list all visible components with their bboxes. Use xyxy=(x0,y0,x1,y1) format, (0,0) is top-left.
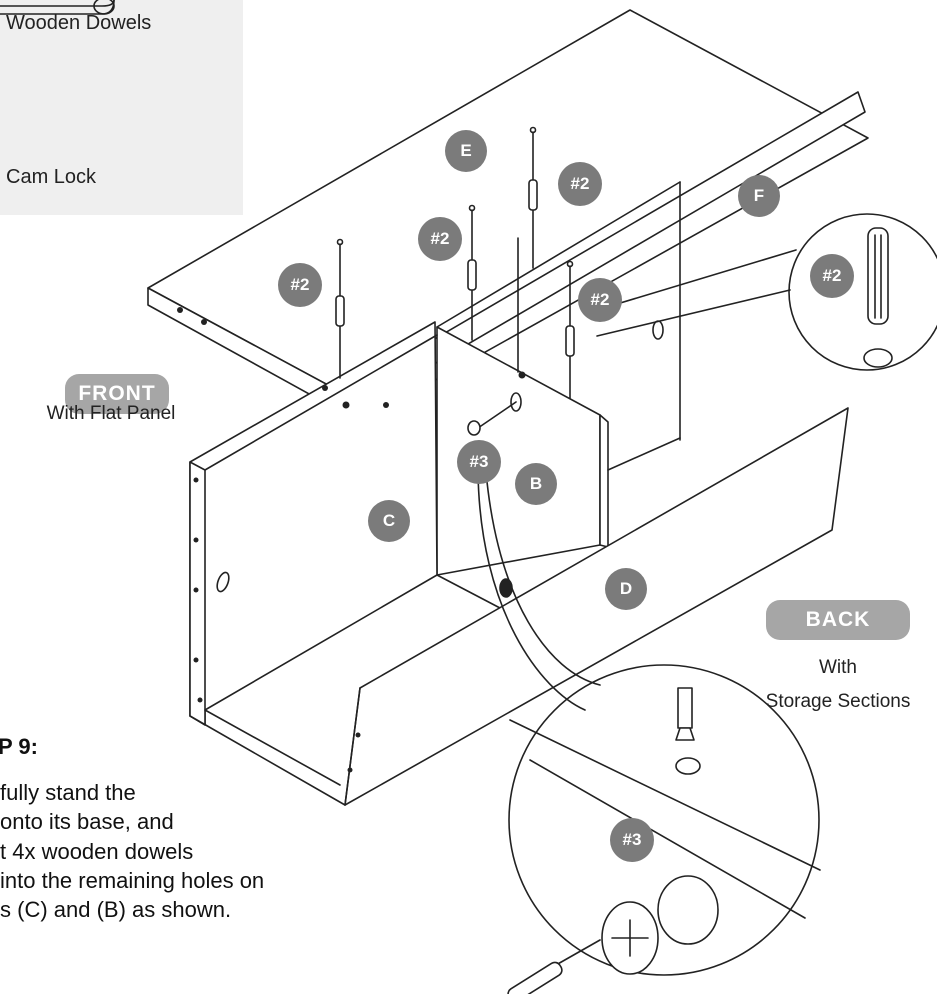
legend-cam-lock: Cam Lock xyxy=(6,166,97,188)
dowels xyxy=(335,126,575,399)
part-b-badge: B xyxy=(515,463,557,505)
dowel-badge: #2 xyxy=(578,278,622,322)
dowel-badge: #2 xyxy=(558,162,602,206)
dowel-badge: #2 xyxy=(418,217,462,261)
hardware-legend xyxy=(0,0,243,215)
step-line: t 4x wooden dowels xyxy=(0,839,194,864)
step-line: s (C) and (B) as shown. xyxy=(0,897,232,922)
part-d-badge: D xyxy=(605,568,647,610)
legend-dowel-icon xyxy=(0,0,115,15)
dowel-detail-magnifier xyxy=(596,213,937,371)
front-label: FRONT xyxy=(65,374,169,414)
dowel-detail-badge: #2 xyxy=(810,254,854,298)
cam-lock-small xyxy=(467,401,517,436)
cam-badge: #3 xyxy=(457,440,501,484)
cam-detail-badge: #3 xyxy=(610,818,654,862)
step-line: onto its base, and xyxy=(0,809,174,834)
part-c-badge: C xyxy=(368,500,410,542)
cam-detail-magnifier xyxy=(477,471,821,994)
step-title: P 9: xyxy=(0,734,38,759)
panel-c-d xyxy=(189,321,849,806)
part-f-badge: F xyxy=(738,175,780,217)
dowel-badge: #2 xyxy=(278,263,322,307)
step-line: fully stand the xyxy=(0,780,136,805)
front-subtitle: With Flat Panel xyxy=(46,403,176,424)
legend-wooden-dowels: Wooden Dowels xyxy=(6,12,152,34)
back-label: BACK xyxy=(766,600,910,640)
back-subtitle-1: With xyxy=(819,657,857,678)
step-line: into the remaining holes on xyxy=(0,868,265,893)
part-e-badge: E xyxy=(445,130,487,172)
back-subtitle-2: Storage Sections xyxy=(765,691,911,712)
